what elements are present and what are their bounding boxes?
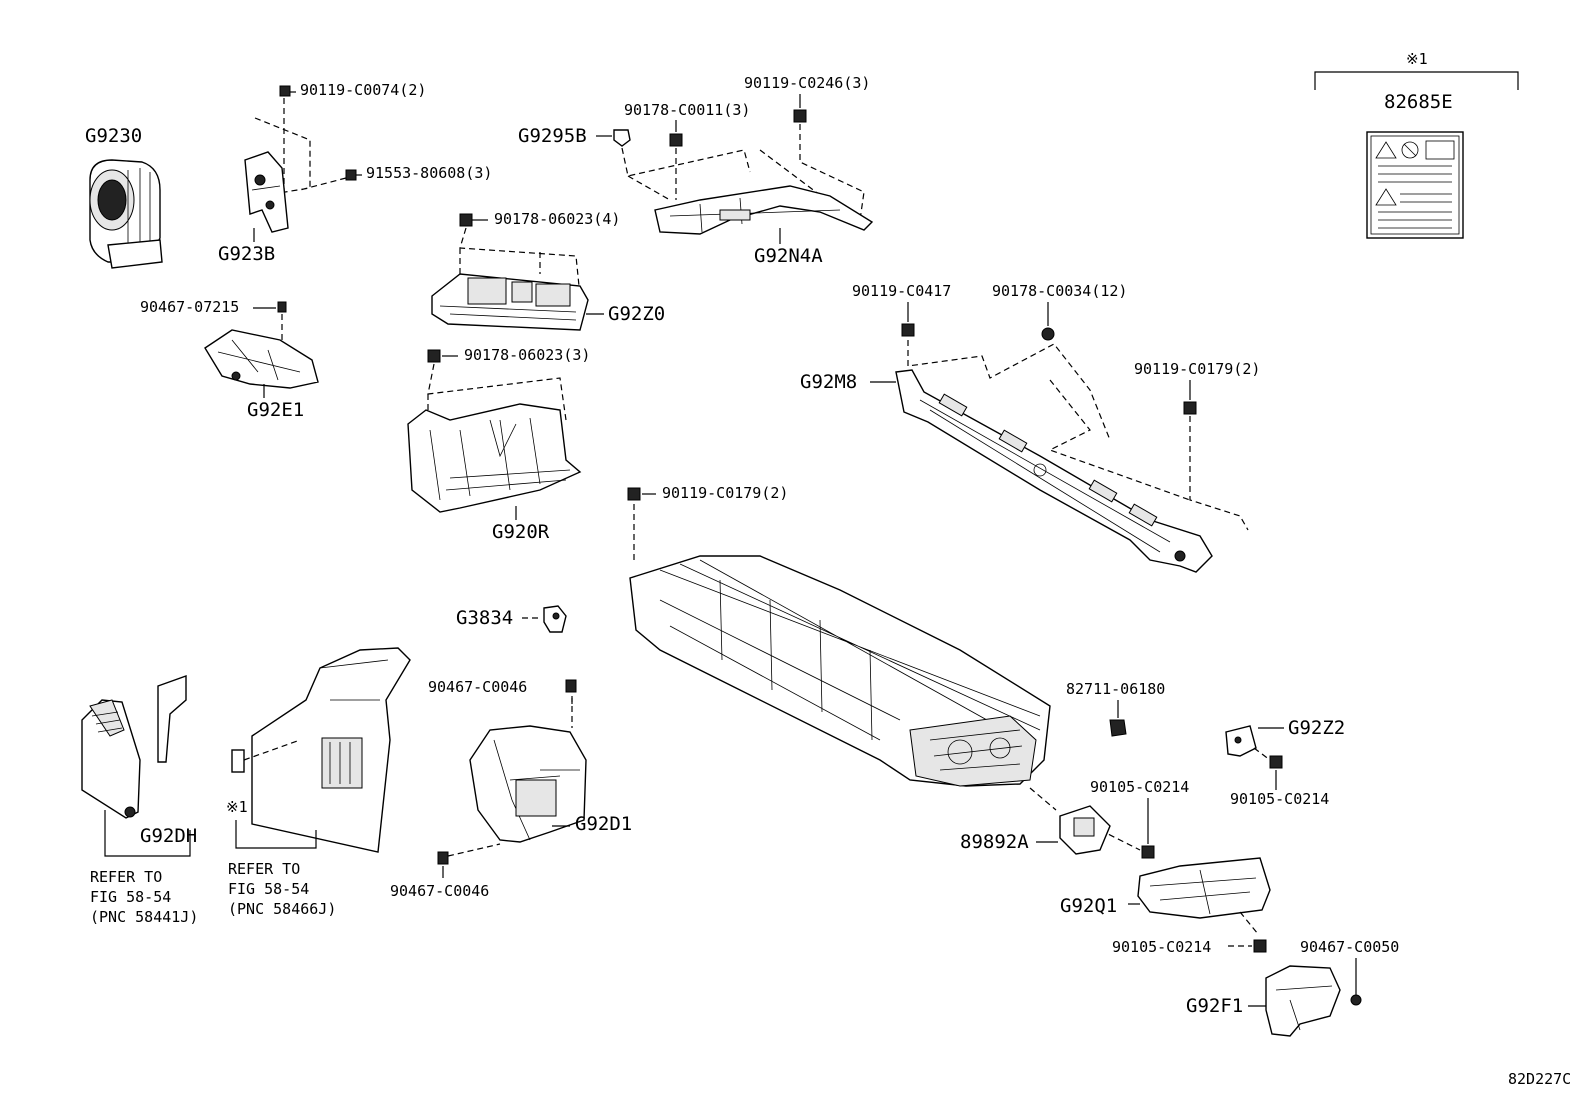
clip-90467-c0050	[1350, 994, 1362, 1006]
label-90467-c0046-bottom[interactable]: 90467-C0046	[390, 882, 489, 900]
refer-2-line2: FIG 58-54	[228, 880, 309, 898]
label-90178-c0034[interactable]: 90178-C0034(12)	[992, 282, 1127, 300]
label-90178-c0011[interactable]: 90178-C0011(3)	[624, 101, 750, 119]
ecu-g92z0-part	[431, 273, 589, 331]
label-g92z0[interactable]: G92Z0	[608, 303, 665, 325]
clip-91553-80608	[345, 169, 357, 181]
label-g920r[interactable]: G920R	[492, 521, 550, 543]
battery-pack-part	[629, 555, 1051, 787]
label-g92d1[interactable]: G92D1	[575, 813, 632, 835]
label-90105-c0214-a[interactable]: 90105-C0214	[1230, 790, 1329, 808]
bolt-90119-c0246	[793, 109, 807, 123]
duct-g92d1-part	[469, 725, 587, 843]
diagram-code: 82D227C	[1508, 1070, 1571, 1088]
bolt-90105-c0214-a	[1269, 755, 1283, 769]
label-89892a[interactable]: 89892A	[960, 831, 1029, 853]
clip-g3834-part	[543, 605, 567, 633]
clip-90467-c0046-top	[565, 679, 577, 693]
grille-g92dh-part	[81, 699, 141, 819]
label-g92e1[interactable]: G92E1	[247, 399, 304, 421]
label-g92z2[interactable]: G92Z2	[1288, 717, 1345, 739]
label-82685e[interactable]: 82685E	[1384, 91, 1453, 113]
refer-2-line3[interactable]: (PNC 58466J)	[228, 900, 336, 918]
label-90119-c0246[interactable]: 90119-C0246(3)	[744, 74, 870, 92]
clip-90467-07215	[277, 301, 287, 313]
side-panel-part	[251, 647, 411, 853]
bracket-g92f1-part	[1265, 965, 1341, 1037]
cover-g92n4a-part	[654, 185, 874, 235]
clip-g9295b-part	[613, 129, 631, 147]
label-g9230[interactable]: G9230	[85, 125, 142, 147]
nut-90178-c0034	[1041, 327, 1055, 341]
clip-90467-c0046-bottom	[437, 851, 449, 865]
clip-g92z2-part	[1225, 725, 1257, 757]
duct-g92e1-part	[204, 329, 319, 389]
nut-90178-c0011	[669, 133, 683, 147]
label-g92n4a[interactable]: G92N4A	[754, 245, 823, 267]
bolt-90105-c0214-c	[1253, 939, 1267, 953]
refer-1-line2: FIG 58-54	[90, 888, 171, 906]
bolt-90119-c0179-mid	[627, 487, 641, 501]
label-90105-c0214-b[interactable]: 90105-C0214	[1090, 778, 1189, 796]
cover-g92q1-part	[1137, 857, 1271, 919]
note-label-ref: ※1	[226, 798, 248, 816]
caution-label-part	[1366, 131, 1464, 239]
label-90178-06023-3[interactable]: 90178-06023(3)	[464, 346, 590, 364]
nut-90178-06023-3	[427, 349, 441, 363]
label-90119-c0417[interactable]: 90119-C0417	[852, 282, 951, 300]
label-g9295b[interactable]: G9295B	[518, 125, 587, 147]
label-90467-07215[interactable]: 90467-07215	[140, 298, 239, 316]
trim-panel-part	[157, 675, 187, 763]
bracket-g920r-part	[407, 403, 582, 513]
label-90178-06023-4[interactable]: 90178-06023(4)	[494, 210, 620, 228]
label-90467-c0050[interactable]: 90467-C0050	[1300, 938, 1399, 956]
label-82711-06180[interactable]: 82711-06180	[1066, 680, 1165, 698]
label-90119-c0179-mid[interactable]: 90119-C0179(2)	[662, 484, 788, 502]
crossmember-g92m8-part	[895, 369, 1213, 573]
bolt-90119-c0179-top	[1183, 401, 1197, 415]
bolt-90119-c0074	[279, 85, 291, 97]
bolt-90119-c0417	[901, 323, 915, 337]
bracket-g923b-part	[244, 151, 289, 233]
nut-90178-06023-4	[459, 213, 473, 227]
refer-1-line1: REFER TO	[90, 868, 162, 886]
clamp-82711-06180	[1109, 719, 1127, 737]
label-g92m8[interactable]: G92M8	[800, 371, 857, 393]
label-90105-c0214-c[interactable]: 90105-C0214	[1112, 938, 1211, 956]
label-g92f1[interactable]: G92F1	[1186, 995, 1243, 1017]
sensor-89892a-part	[1059, 805, 1111, 855]
label-g92dh[interactable]: G92DH	[140, 825, 197, 847]
note-bracket: ※1	[1314, 50, 1519, 90]
blower-fan-part	[89, 159, 163, 269]
small-label-part	[231, 749, 245, 773]
label-g92q1[interactable]: G92Q1	[1060, 895, 1117, 917]
label-g923b[interactable]: G923B	[218, 243, 275, 265]
refer-2-line1: REFER TO	[228, 860, 300, 878]
refer-1-line3[interactable]: (PNC 58441J)	[90, 908, 198, 926]
label-90119-c0179-top[interactable]: 90119-C0179(2)	[1134, 360, 1260, 378]
label-90119-c0074[interactable]: 90119-C0074(2)	[300, 81, 426, 99]
label-90467-c0046-top[interactable]: 90467-C0046	[428, 678, 527, 696]
bolt-90105-c0214-b	[1141, 845, 1155, 859]
label-g3834[interactable]: G3834	[456, 607, 513, 629]
label-91553-80608[interactable]: 91553-80608(3)	[366, 164, 492, 182]
note-symbol: ※1	[1406, 50, 1428, 68]
